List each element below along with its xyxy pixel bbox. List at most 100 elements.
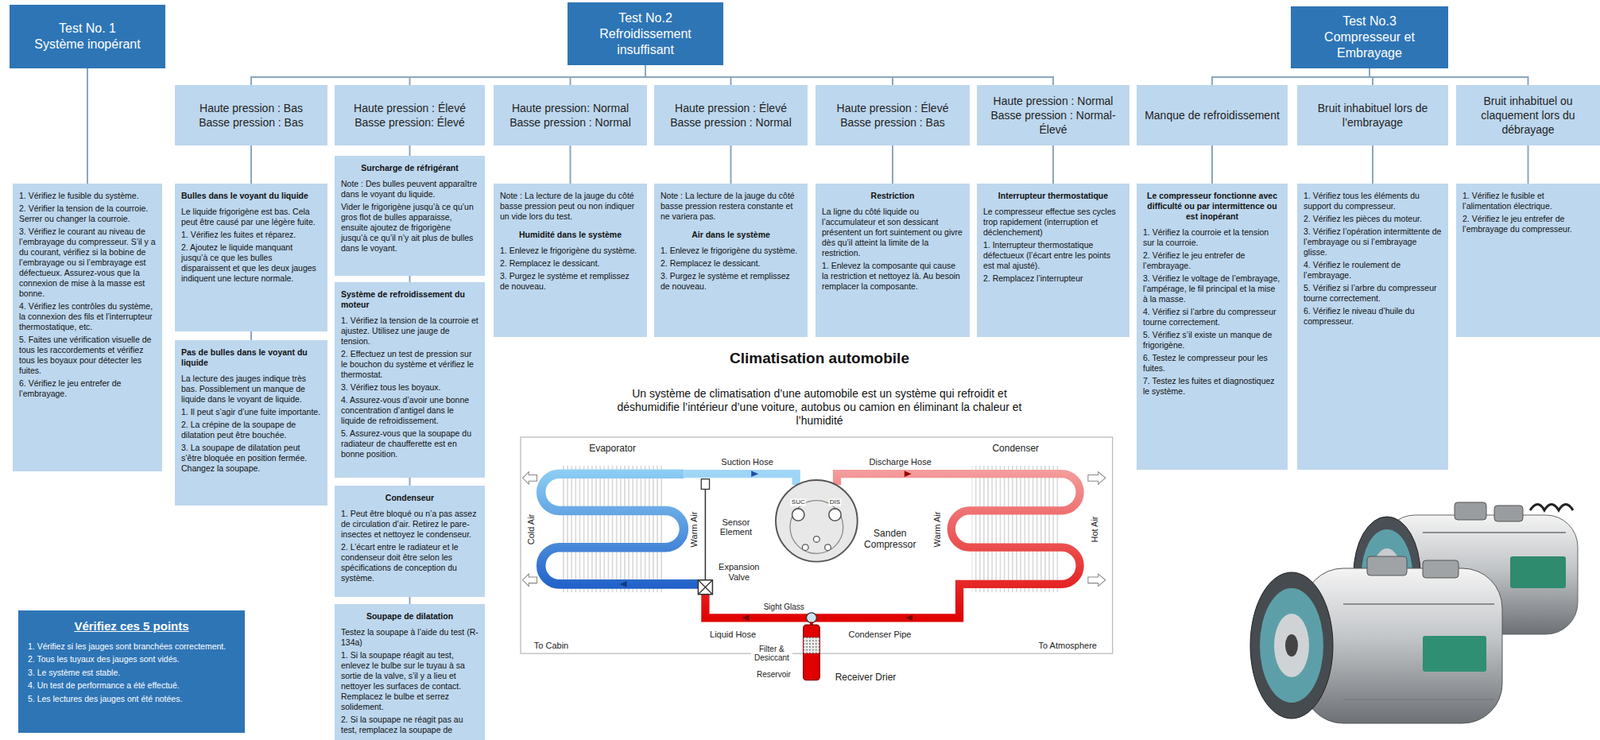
part-label: Discharge Hose xyxy=(868,457,933,467)
box-text: 2. La crépine de la soupape de dilatatio… xyxy=(181,419,322,441)
procedure-box: Note : La lecture de la jauge du côté ba… xyxy=(493,183,647,338)
box-text: Le compresseur effectue ses cycles trop … xyxy=(983,206,1124,238)
box-text: Air dans le système xyxy=(660,229,802,241)
box-text: 2. Si la soupape ne réagit pas au test, … xyxy=(340,714,479,736)
box-text: 2. Remplacez l’interrupteur xyxy=(983,273,1124,284)
part-label: Cold Air xyxy=(526,512,536,546)
connector-line xyxy=(569,145,572,184)
box-text: Système inopérant xyxy=(15,36,159,53)
connector-line xyxy=(645,65,893,86)
procedure-box: 1. Vérifiez le fusible du système.2. Vér… xyxy=(12,183,163,472)
connector-line xyxy=(1212,68,1370,86)
box-text: Note : La lecture de la jauge du côté ba… xyxy=(499,190,641,222)
condition-box: Haute pression : NormalBasse pression : … xyxy=(976,85,1130,146)
box-text: 1. Peut être bloqué ou n’a pas assez de … xyxy=(340,508,479,540)
box-text: 3. La soupape de dilatation peut s’être … xyxy=(181,442,322,474)
box-text: Note : La lecture de la jauge du côté ba… xyxy=(660,190,802,222)
box-text: 2. Ajoutez le liquide manquant jusqu’à c… xyxy=(181,242,322,284)
box-text: 3. Vérifiez le courant au niveau de l’em… xyxy=(19,226,156,299)
box-text: Testez la soupape à l’aide du test (R-13… xyxy=(340,627,479,648)
box-text: 6. Vérifiez le niveau d’huile du compres… xyxy=(1303,306,1442,327)
test-header: Test No. 1Système inopérant xyxy=(9,4,166,69)
part-label: Warm Air xyxy=(932,510,942,548)
condition-box: Manque de refroidissement xyxy=(1136,85,1288,146)
procedure-box: Le compresseur fonctionne avec difficult… xyxy=(1136,183,1288,470)
caption: Un système de climatisation d’une automo… xyxy=(604,387,1035,428)
part-label: SUC xyxy=(790,499,806,507)
box-text: 4. Vérifiez les contrôles du système, la… xyxy=(19,301,156,333)
box-text: Note : Des bulles peuvent apparaître dan… xyxy=(340,178,479,200)
part-label: Sanden Compressor xyxy=(859,528,922,550)
procedure-box: Bulles dans le voyant du liquide Le liqui… xyxy=(174,183,328,332)
procedure-box: RestrictionLa ligne du côté liquide ou l… xyxy=(815,183,970,338)
box-text: 5. Vérifiez s’il existe un manque de fri… xyxy=(1142,329,1282,351)
part-label: Reservoir xyxy=(755,669,792,678)
box-text: Manque de refroidissement xyxy=(1141,108,1283,123)
test-header: Test No.3Compresseur et Embrayage xyxy=(1290,6,1449,69)
box-text: 5. Assurez-vous que la soupape du radiat… xyxy=(340,428,479,460)
condition-box: Haute pression : ÉlevéBasse pression : N… xyxy=(654,85,808,146)
part-label: Expansion Valve xyxy=(715,561,764,582)
box-text: Haute pression : Élevé xyxy=(820,100,965,116)
box-text: Condenseur xyxy=(340,492,479,504)
part-label: DIS xyxy=(829,499,841,507)
condition-box: Haute pression : BasBasse pression : Bas xyxy=(174,85,328,146)
box-text: Haute pression : Normal xyxy=(981,93,1125,109)
part-label: Condenser Pipe xyxy=(848,629,913,640)
box-text: 3. Vérifiez le voltage de l’embrayage, l… xyxy=(1142,273,1282,305)
box-text: Bulles dans le voyant du liquide xyxy=(181,190,322,202)
box-text: Test No. 1 xyxy=(15,20,159,37)
test-header: Test No.2Refroidissement insuffisant xyxy=(567,2,724,66)
part-label: Hot Air xyxy=(1089,515,1100,543)
box-text: 3. Purgez le système et remplissez de no… xyxy=(660,271,802,292)
box-text: 2. Remplacez le dessicant. xyxy=(499,258,641,269)
box-text: 7. Testez les fuites et diagnostiquez le… xyxy=(1142,375,1282,397)
box-text: Vider le frigorigène jusqu’à ce qu’un gr… xyxy=(340,201,479,254)
box-text: Test No.3 xyxy=(1297,13,1442,30)
connector-line xyxy=(409,596,411,605)
box-text: Le liquide frigorigène est bas. Cela peu… xyxy=(181,206,322,228)
box-text: Le compresseur fonctionne avec difficult… xyxy=(1142,190,1282,222)
connector-line xyxy=(251,65,646,86)
connector-line xyxy=(409,477,411,486)
box-text: 4. Assurez-vous d’avoir une bonne concen… xyxy=(340,395,479,427)
box-text: 1. Vérifiez si les jauges sont branchées… xyxy=(27,641,236,653)
box-text: Haute pression : Élevé xyxy=(339,100,481,116)
box-text: Soupape de dilatation xyxy=(340,611,479,622)
connector-line xyxy=(86,68,89,184)
box-text: 1. Enlevez la composante qui cause la re… xyxy=(821,260,964,292)
connector-line xyxy=(1527,145,1530,184)
box-text: Basse pression: Élevé xyxy=(339,115,481,130)
box-text: Vérifiez ces 5 points xyxy=(27,618,236,635)
connector-line xyxy=(1371,145,1374,184)
condition-box: Bruit inhabituel lors de l’embrayage xyxy=(1297,85,1449,146)
box-text: 3. Le système est stable. xyxy=(27,667,236,679)
box-text: 2. Vérifiez le jeu entrefer de l’embraya… xyxy=(1462,213,1594,235)
box-text: 1. Enlevez le frigorigène du système. xyxy=(499,245,641,256)
box-text: Refroidissement insuffisant xyxy=(573,26,717,59)
box-text: 1. Vérifiez le fusible du système. xyxy=(19,190,156,202)
procedure-box: Condenseur 1. Peut être bloqué ou n’a pas… xyxy=(334,485,485,597)
box-text: 1. Enlevez le frigorigène du système. xyxy=(660,245,802,256)
ac-diagram xyxy=(520,437,1113,681)
box-text: Pas de bulles dans le voyant du liquide xyxy=(181,347,322,369)
connector-line xyxy=(250,331,252,341)
part-label: Filter & Desiccant xyxy=(751,644,793,663)
box-text: Basse pression : Bas xyxy=(179,115,323,130)
procedure-box: Surcharge de réfrigérantNote : Des bulle… xyxy=(334,155,485,276)
box-text: Surcharge de réfrigérant xyxy=(340,162,479,174)
part-label: Receiver Drier xyxy=(834,672,898,683)
box-text: Test No.2 xyxy=(573,10,717,27)
checklist-box: Vérifiez ces 5 points 1. Vérifiez si les … xyxy=(18,610,245,733)
box-text: 6. Testez le compresseur pour les fuites… xyxy=(1142,352,1282,374)
part-label: Suction Hose xyxy=(720,457,774,467)
procedure-box: Pas de bulles dans le voyant du liquideL… xyxy=(174,340,328,506)
procedure-box: Système de refroidissement du moteur1. V… xyxy=(334,282,485,478)
box-text: Restriction xyxy=(821,190,964,202)
part-label: To Atmosphere xyxy=(1038,640,1098,651)
box-text: 3. Purgez le système et remplissez de no… xyxy=(499,271,641,292)
box-text: 2. Vérifiez le jeu entrefer de l’embraya… xyxy=(1142,250,1282,272)
connector-line xyxy=(409,275,411,283)
box-text: 4. Vérifiez si l’arbre du compresseur to… xyxy=(1142,306,1282,328)
box-text: 1. Vérifiez la courroie et la tension su… xyxy=(1142,227,1282,248)
